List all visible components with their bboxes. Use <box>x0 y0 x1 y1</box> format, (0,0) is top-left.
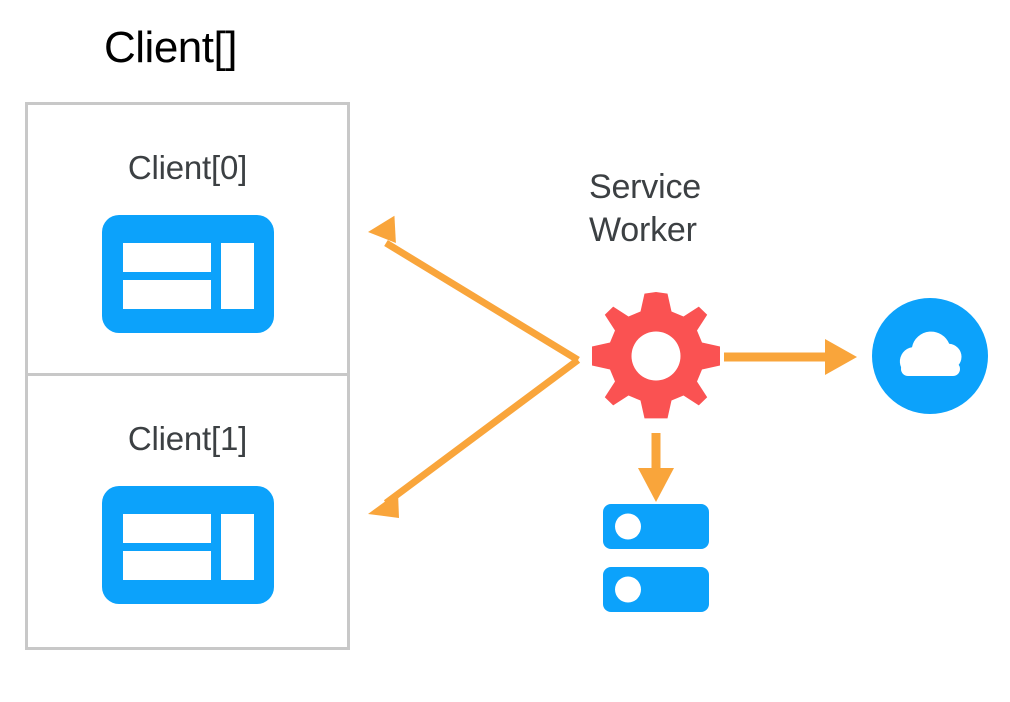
cloud-icon <box>872 298 988 414</box>
page-title: Client[] <box>104 23 237 72</box>
client-slot-0-label: Client[0] <box>127 149 248 186</box>
arrow-service-worker-to-client-0 <box>368 215 580 363</box>
arrow-service-worker-to-cache <box>638 433 674 502</box>
service-worker-label: Service Worker <box>589 168 701 249</box>
client-array-frame: Client[0] Client[1] <box>25 102 350 650</box>
client-slot-1-label: Client[1] <box>127 420 248 457</box>
browser-window-icon <box>101 215 274 333</box>
client-slot-1: Client[1] <box>28 376 347 647</box>
arrow-service-worker-to-client-1 <box>368 357 581 518</box>
arrow-service-worker-to-network <box>724 339 857 375</box>
browser-window-icon <box>101 486 274 604</box>
database-icon <box>603 504 709 612</box>
client-slot-0: Client[0] <box>28 105 347 376</box>
gear-icon <box>592 292 720 420</box>
